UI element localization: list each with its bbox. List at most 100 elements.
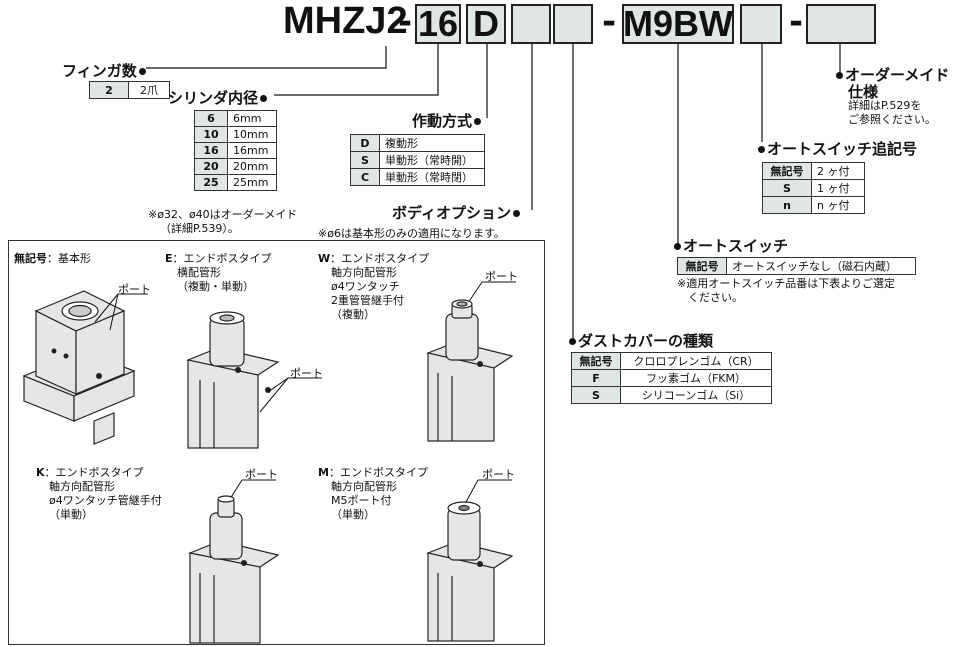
switch-count-box (740, 4, 782, 44)
body-option-note: ※ø6は基本形のみの適用になります。 (318, 227, 505, 240)
type-k-line3: ø4ワンタッチ管継手付 (49, 494, 162, 507)
type-m-gripper-illustration (425, 501, 514, 642)
table-cell: 単動形（常時閉） (379, 168, 485, 186)
basic-gripper-illustration (22, 290, 136, 445)
type-m-line4: （単動） (331, 508, 375, 521)
model-prefix: MHZJ2 (283, 0, 408, 42)
dust-cover-box (553, 4, 593, 44)
table-cell: フッ素ゴム（FKM） (620, 369, 772, 387)
finger-count-title: フィンガ数 (62, 60, 146, 81)
type-w-line4: 2重管管継手付 (331, 294, 404, 307)
type-m-line3: M5ポート付 (331, 494, 392, 507)
table-cell: S (350, 151, 380, 169)
type-m-port-leader (465, 479, 512, 503)
type-k-label: K：エンドボスタイプ (36, 466, 144, 479)
table-cell: 10 (194, 126, 228, 143)
type-e-label: E：エンドボスタイプ (165, 252, 272, 265)
leader-finger-count (146, 46, 387, 69)
auto-switch-table: 無記号オートスイッチなし（磁石内蔵） (677, 257, 916, 275)
table-cell: 単動形（常時開） (379, 151, 485, 169)
order-made-title-2: 仕様 (848, 83, 879, 101)
table-cell: D (350, 134, 380, 152)
table-row: 無記号クロロプレンゴム（CR） (571, 352, 772, 370)
table-cell: 10mm (227, 126, 277, 143)
table-cell: 16mm (227, 142, 277, 159)
type-w-label: W：エンドボスタイプ (318, 252, 430, 265)
order-made-note-1: 詳細はP.529を (848, 99, 922, 112)
table-cell: 2 (89, 81, 129, 99)
type-k-port-label: ポート (245, 468, 278, 481)
type-w-gripper-illustration (425, 299, 514, 442)
separator-dash: - (398, 2, 413, 42)
table-cell: F (571, 369, 621, 387)
type-e-port-leader (259, 377, 322, 413)
basic-type-label: 無記号：基本形 (14, 252, 91, 265)
type-w-line3: ø4ワンタッチ (331, 280, 400, 293)
table-cell: 無記号 (571, 352, 621, 370)
finger-count-table: 2 2爪 (89, 81, 170, 99)
basic-port-label: ポート (118, 283, 151, 296)
table-cell: シリコーンゴム（Si） (620, 386, 772, 404)
leader-bore (274, 44, 439, 96)
body-option-box (511, 4, 551, 44)
type-e-line3: （複動・単動） (177, 280, 254, 293)
type-w-port-label: ポート (485, 270, 518, 283)
type-m-port-label: ポート (482, 468, 515, 481)
type-e-line2: 横配管形 (177, 266, 221, 279)
bore-note-1: ※ø32、ø40はオーダーメイド (148, 208, 298, 221)
table-cell: 20 (194, 158, 228, 175)
table-cell: 6 (194, 110, 228, 127)
table-cell: 2 ヶ付 (811, 162, 865, 180)
auto-switch-note-1: ※適用オートスイッチ品番は下表よりご選定 (677, 277, 895, 290)
dust-cover-title: ダストカバーの種類 (569, 330, 713, 351)
type-k-gripper-illustration (187, 495, 280, 644)
type-w-line2: 軸方向配管形 (331, 266, 397, 279)
table-cell: 20mm (227, 158, 277, 175)
type-m-label: M：エンドボスタイプ (318, 466, 428, 479)
table-cell: 6mm (227, 110, 277, 127)
order-made-box (806, 4, 876, 44)
table-cell: S (762, 179, 812, 197)
table-cell: 25mm (227, 174, 277, 191)
body-option-title: ボディオプション (392, 202, 520, 223)
table-cell: n (762, 196, 812, 214)
action-code-box: D (466, 3, 506, 44)
table-cell: 2爪 (128, 81, 170, 99)
order-made-note-2: ご参照ください。 (848, 113, 936, 126)
table-cell: S (571, 386, 621, 404)
table-cell: オートスイッチなし（磁石内蔵） (726, 257, 916, 275)
table-cell: C (350, 168, 380, 186)
table-cell: 複動形 (379, 134, 485, 152)
separator-dash-3: - (789, 2, 804, 42)
auto-switch-title: オートスイッチ (674, 235, 788, 256)
type-e-port-label: ポート (290, 367, 323, 380)
basic-port-leader (94, 293, 148, 331)
bore-size-title: シリンダ内径 (168, 87, 268, 108)
switch-count-title: オートスイッチ追記号 (758, 138, 917, 159)
type-k-line2: 軸方向配管形 (49, 480, 115, 493)
table-cell: n ヶ付 (811, 196, 865, 214)
separator-dash-2: - (602, 2, 617, 42)
action-type-title: 作動方式 (412, 110, 482, 131)
auto-switch-note-2: ください。 (688, 291, 743, 304)
table-cell: クロロプレンゴム（CR） (620, 352, 772, 370)
type-m-line2: 軸方向配管形 (331, 480, 397, 493)
body-option-panel (8, 240, 545, 645)
order-made-title: オーダーメイド (836, 64, 949, 85)
